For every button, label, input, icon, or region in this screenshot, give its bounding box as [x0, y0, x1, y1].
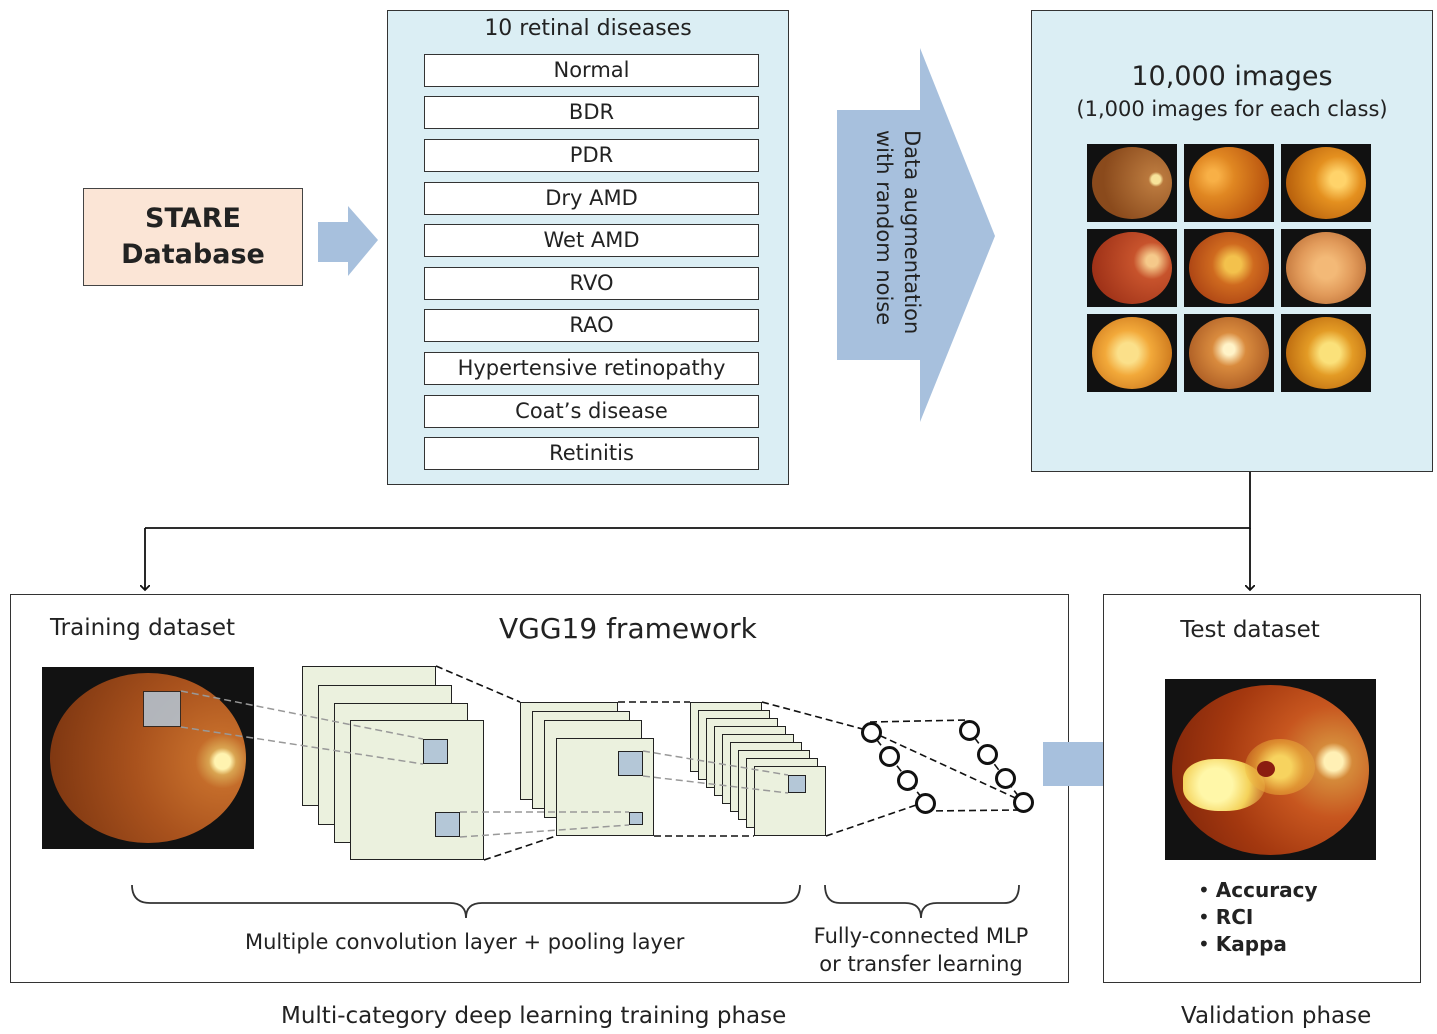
fundus-thumbnail	[1184, 144, 1274, 222]
diseases-panel: 10 retinal diseases Normal BDR PDR Dry A…	[387, 10, 789, 485]
test-dataset-label: Test dataset	[1180, 617, 1320, 643]
augmented-images-panel: 10,000 images (1,000 images for each cla…	[1031, 10, 1433, 472]
stare-line1: STARE	[145, 203, 241, 234]
diseases-title: 10 retinal diseases	[484, 16, 692, 41]
bullet-icon: •	[1198, 905, 1210, 929]
images-subtitle: (1,000 images for each class)	[1076, 97, 1388, 121]
training-phase-caption: Multi-category deep learning training ph…	[281, 1003, 787, 1029]
fc-node	[977, 744, 998, 765]
conv-kernel	[788, 775, 806, 793]
disease-item: PDR	[424, 139, 759, 172]
augmentation-line2: with random noise	[872, 130, 896, 326]
conv-kernel	[435, 812, 460, 837]
fc-brace-label-line2: or transfer learning	[819, 952, 1023, 976]
conv-kernel	[618, 751, 643, 776]
metrics-list: •Accuracy •RCI •Kappa	[1198, 877, 1317, 958]
fundus-thumbnail	[1184, 229, 1274, 307]
bullet-icon: •	[1198, 878, 1210, 902]
disease-item: Wet AMD	[424, 224, 759, 257]
input-kernel	[143, 691, 181, 727]
disease-item: Coat’s disease	[424, 395, 759, 428]
fundus-thumbnail	[1087, 229, 1177, 307]
fc-node	[861, 722, 882, 743]
augmentation-arrow	[837, 48, 995, 422]
fc-brace-label: Fully-connected MLP or transfer learning	[800, 922, 1042, 978]
test-fundus-image	[1165, 679, 1376, 860]
fc-node	[915, 793, 936, 814]
metric-item: •RCI	[1198, 904, 1317, 931]
fc-brace	[824, 884, 1020, 919]
conv-kernel	[423, 739, 448, 764]
conv-brace-label: Multiple convolution layer + pooling lay…	[245, 930, 685, 954]
metric-item: •Accuracy	[1198, 877, 1317, 904]
disease-item: RVO	[424, 267, 759, 300]
augmentation-line1: Data augmentation	[900, 130, 924, 335]
disease-item: BDR	[424, 96, 759, 129]
stare-to-diseases-arrow	[318, 206, 378, 276]
metric-item: •Kappa	[1198, 931, 1317, 958]
disease-item: Dry AMD	[424, 182, 759, 215]
images-title: 10,000 images	[1131, 61, 1333, 92]
fundus-thumbnail	[1281, 229, 1371, 307]
fc-node	[995, 768, 1016, 789]
fundus-thumbnail	[1184, 314, 1274, 392]
training-dataset-label: Training dataset	[50, 615, 236, 641]
disease-item: RAO	[424, 309, 759, 342]
stare-line2: Database	[121, 239, 265, 270]
fundus-thumbnail	[1281, 144, 1371, 222]
fundus-thumbnail	[1087, 144, 1177, 222]
disease-item: Retinitis	[424, 437, 759, 470]
validation-phase-caption: Validation phase	[1181, 1003, 1372, 1029]
stare-database-box: STARE Database	[83, 188, 303, 286]
augmentation-label: Data augmentation with random noise	[866, 130, 926, 340]
fc-node	[879, 746, 900, 767]
conv-brace	[131, 884, 801, 919]
fundus-thumbnail	[1281, 314, 1371, 392]
fc-node	[897, 770, 918, 791]
fc-brace-label-line1: Fully-connected MLP	[813, 924, 1029, 948]
fc-node	[959, 720, 980, 741]
bullet-icon: •	[1198, 932, 1210, 956]
disease-item: Hypertensive retinopathy	[424, 352, 759, 385]
conv-kernel	[629, 812, 643, 825]
metric-rci: RCI	[1215, 905, 1254, 929]
fc-node	[1013, 792, 1034, 813]
fundus-thumbnail	[1087, 314, 1177, 392]
disease-item: Normal	[424, 54, 759, 87]
vgg19-framework-title: VGG19 framework	[499, 612, 757, 645]
metric-kappa: Kappa	[1215, 932, 1287, 956]
metric-accuracy: Accuracy	[1215, 878, 1318, 902]
